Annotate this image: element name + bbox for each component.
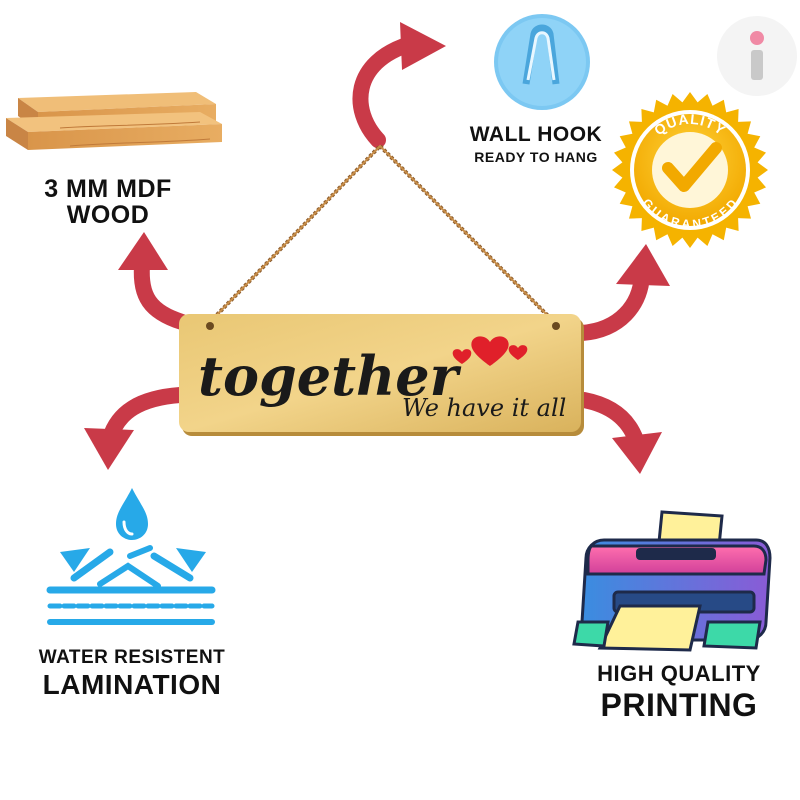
water-label-line2: LAMINATION: [42, 668, 222, 700]
wooden-sign: together We have it all: [179, 314, 584, 436]
printing-label-line2: PRINTING: [600, 687, 758, 724]
wood-planks-icon: [6, 92, 222, 150]
wall-hook-label: WALL HOOK READY TO HANG: [448, 123, 624, 166]
arrow-to-wood: [118, 232, 190, 330]
water-label-line1: WATER RESISTENT: [38, 647, 226, 668]
wood-label-line2: WOOD: [66, 201, 150, 230]
hanging-cord: [208, 143, 558, 326]
sign-title: together: [198, 344, 462, 408]
arrow-to-wall-hook: [352, 22, 446, 148]
printing-label: HIGH QUALITY PRINTING: [574, 662, 784, 723]
water-label: WATER RESISTENT LAMINATION: [26, 647, 238, 700]
wall-hook-icon: [494, 14, 590, 110]
printer-icon: [572, 510, 772, 652]
arrow-to-printing: [576, 392, 662, 474]
hearts-icon: [452, 336, 528, 366]
sign-hole-right: [552, 322, 560, 330]
feature-arrows: [84, 22, 670, 474]
sign-hole-left: [206, 322, 214, 330]
sign-subtitle: We have it all: [402, 394, 566, 422]
water-drop-icon: [46, 488, 216, 625]
wood-label: 3 MM MDF WOOD: [28, 176, 188, 229]
printing-label-line1: HIGH QUALITY: [597, 661, 761, 686]
brand-logo: [717, 16, 797, 96]
arrow-to-quality: [574, 244, 670, 341]
wall-hook-label-line1: WALL HOOK: [469, 123, 603, 146]
arrow-to-water: [84, 387, 188, 470]
checkmark-icon: [662, 142, 722, 192]
wall-hook-label-line2: READY TO HANG: [474, 149, 598, 166]
wood-label-line1: 3 MM MDF: [44, 175, 172, 203]
